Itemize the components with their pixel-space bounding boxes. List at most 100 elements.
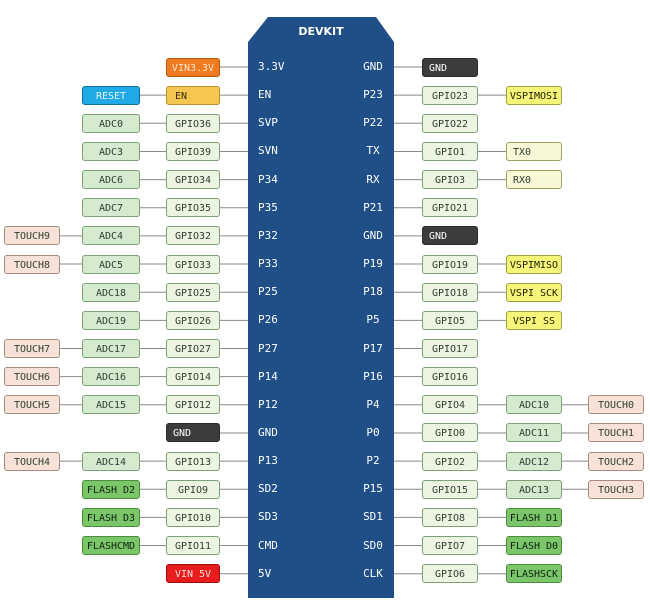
- pin-label-adc5: ADC5: [82, 254, 140, 274]
- board-pin-p0: P0: [366, 425, 380, 439]
- board-pin-5v: 5V: [258, 566, 272, 580]
- pin-label-gpio32: GPIO32: [166, 226, 220, 246]
- board-pin-p21: P21: [363, 200, 383, 214]
- board-pin-p26: P26: [258, 313, 278, 327]
- pin-label-gpio14: GPIO14: [166, 367, 220, 387]
- pin-label-flash-d0: FLASH D0: [506, 536, 562, 556]
- pin-label-gpio10: GPIO10: [166, 507, 220, 527]
- pin-label-adc4: ADC4: [82, 226, 140, 246]
- pin-label-touch3: TOUCH3: [588, 479, 644, 499]
- pin-label-adc13: ADC13: [506, 479, 562, 499]
- pin-label-gpio7: GPIO7: [422, 536, 478, 556]
- pin-label-gpio21: GPIO21: [422, 198, 478, 218]
- board-pin-3-3v: 3.3V: [258, 60, 285, 73]
- pin-label-gpio23: GPIO23: [422, 85, 478, 105]
- pin-label-touch9: TOUCH9: [4, 226, 60, 246]
- pin-label-adc18: ADC18: [82, 282, 140, 302]
- pin-label-flash-d1: FLASH D1: [506, 507, 562, 527]
- board-pin-sd3: SD3: [258, 510, 278, 524]
- pin-label-gpio0: GPIO0: [422, 423, 478, 443]
- pin-label-en: EN: [166, 85, 220, 105]
- pin-label-adc12: ADC12: [506, 451, 562, 471]
- pin-label-adc11: ADC11: [506, 423, 562, 443]
- pin-label-gpio6: GPIO6: [422, 564, 478, 584]
- pin-label-rx0: RX0: [506, 170, 562, 190]
- board-pin-svp: SVP: [258, 116, 278, 130]
- pin-label-gpio35: GPIO35: [166, 198, 220, 218]
- pin-label-adc7: ADC7: [82, 198, 140, 218]
- pin-label-adc3: ADC3: [82, 141, 140, 161]
- board-pin-p4: P4: [366, 397, 380, 411]
- pin-label-gpio39: GPIO39: [166, 141, 220, 161]
- board-pin-p5: P5: [366, 313, 380, 327]
- pin-label-gpio1: GPIO1: [422, 141, 478, 161]
- pin-label-adc16: ADC16: [82, 367, 140, 387]
- board-pin-p27: P27: [258, 341, 278, 355]
- pin-label-adc15: ADC15: [82, 395, 140, 415]
- board-pin-p15: P15: [363, 482, 383, 496]
- pin-label-gpio4: GPIO4: [422, 395, 478, 415]
- pin-label-gpio9: GPIO9: [166, 479, 220, 499]
- pin-label-adc10: ADC10: [506, 395, 562, 415]
- pin-label-touch5: TOUCH5: [4, 395, 60, 415]
- pin-label-touch1: TOUCH1: [588, 423, 644, 443]
- pin-label-touch0: TOUCH0: [588, 395, 644, 415]
- pin-label-touch6: TOUCH6: [4, 367, 60, 387]
- pin-label-reset: RESET: [82, 85, 140, 105]
- board-pin-gnd: GND: [363, 60, 383, 73]
- pin-label-gpio33: GPIO33: [166, 254, 220, 274]
- board-pin-gnd: GND: [258, 425, 278, 439]
- board-pin-p22: P22: [363, 116, 383, 130]
- board-pin-p16: P16: [363, 369, 383, 383]
- pin-label-adc19: ADC19: [82, 310, 140, 330]
- pin-label-gpio13: GPIO13: [166, 451, 220, 471]
- pin-label-touch4: TOUCH4: [4, 451, 60, 471]
- board-pin-p34: P34: [258, 172, 278, 186]
- pin-label-gpio19: GPIO19: [422, 254, 478, 274]
- pin-label-gpio18: GPIO18: [422, 282, 478, 302]
- board-pin-p18: P18: [363, 285, 383, 299]
- board-title: DEVKIT: [298, 25, 344, 38]
- pin-label-gpio27: GPIO27: [166, 339, 220, 358]
- pin-label-gnd: GND: [422, 226, 478, 246]
- pin-label-touch8: TOUCH8: [4, 254, 60, 274]
- pin-label-gnd: GND: [422, 57, 478, 77]
- board-pin-clk: CLK: [363, 566, 383, 580]
- pin-label-adc14: ADC14: [82, 451, 140, 471]
- board-pin-sd1: SD1: [363, 510, 383, 524]
- pin-label-touch7: TOUCH7: [4, 339, 60, 358]
- pin-label-adc6: ADC6: [82, 170, 140, 190]
- pin-label-gpio25: GPIO25: [166, 282, 220, 302]
- pin-label-gpio2: GPIO2: [422, 451, 478, 471]
- pin-label-gpio26: GPIO26: [166, 310, 220, 330]
- pin-label-tx0: TX0: [506, 141, 562, 161]
- board-pin-rx: RX: [366, 172, 380, 186]
- pin-label-vspimosi: VSPIMOSI: [506, 85, 562, 105]
- pin-label-adc17: ADC17: [82, 339, 140, 358]
- pin-label-adc0: ADC0: [82, 113, 140, 133]
- pin-label-gpio12: GPIO12: [166, 395, 220, 415]
- pin-label-flashsck: FLASHSCK: [506, 564, 562, 584]
- board-pin-p35: P35: [258, 200, 278, 214]
- pin-label-vspi-ss: VSPI SS: [506, 310, 562, 330]
- board-pin-p19: P19: [363, 257, 383, 271]
- board-pin-p33: P33: [258, 257, 278, 271]
- board-pin-cmd: CMD: [258, 538, 278, 552]
- devkit-board-body: [248, 17, 394, 598]
- board-pin-p23: P23: [363, 88, 383, 102]
- pin-label-vin3-3v: VIN3.3V: [166, 57, 220, 77]
- pin-label-gpio11: GPIO11: [166, 536, 220, 556]
- board-pin-sd2: SD2: [258, 482, 278, 496]
- pin-label-gpio36: GPIO36: [166, 113, 220, 133]
- board-pin-p12: P12: [258, 397, 278, 411]
- pin-label-gnd: GND: [166, 423, 220, 443]
- pin-label-gpio17: GPIO17: [422, 339, 478, 358]
- pin-label-flashcmd: FLASHCMD: [82, 536, 140, 556]
- board-pin-p13: P13: [258, 454, 278, 468]
- pin-label-vin-5v: VIN 5V: [166, 564, 220, 584]
- pin-label-gpio15: GPIO15: [422, 479, 478, 499]
- pin-label-gpio8: GPIO8: [422, 507, 478, 527]
- board-pin-p14: P14: [258, 369, 278, 383]
- board-pin-en: EN: [258, 88, 272, 102]
